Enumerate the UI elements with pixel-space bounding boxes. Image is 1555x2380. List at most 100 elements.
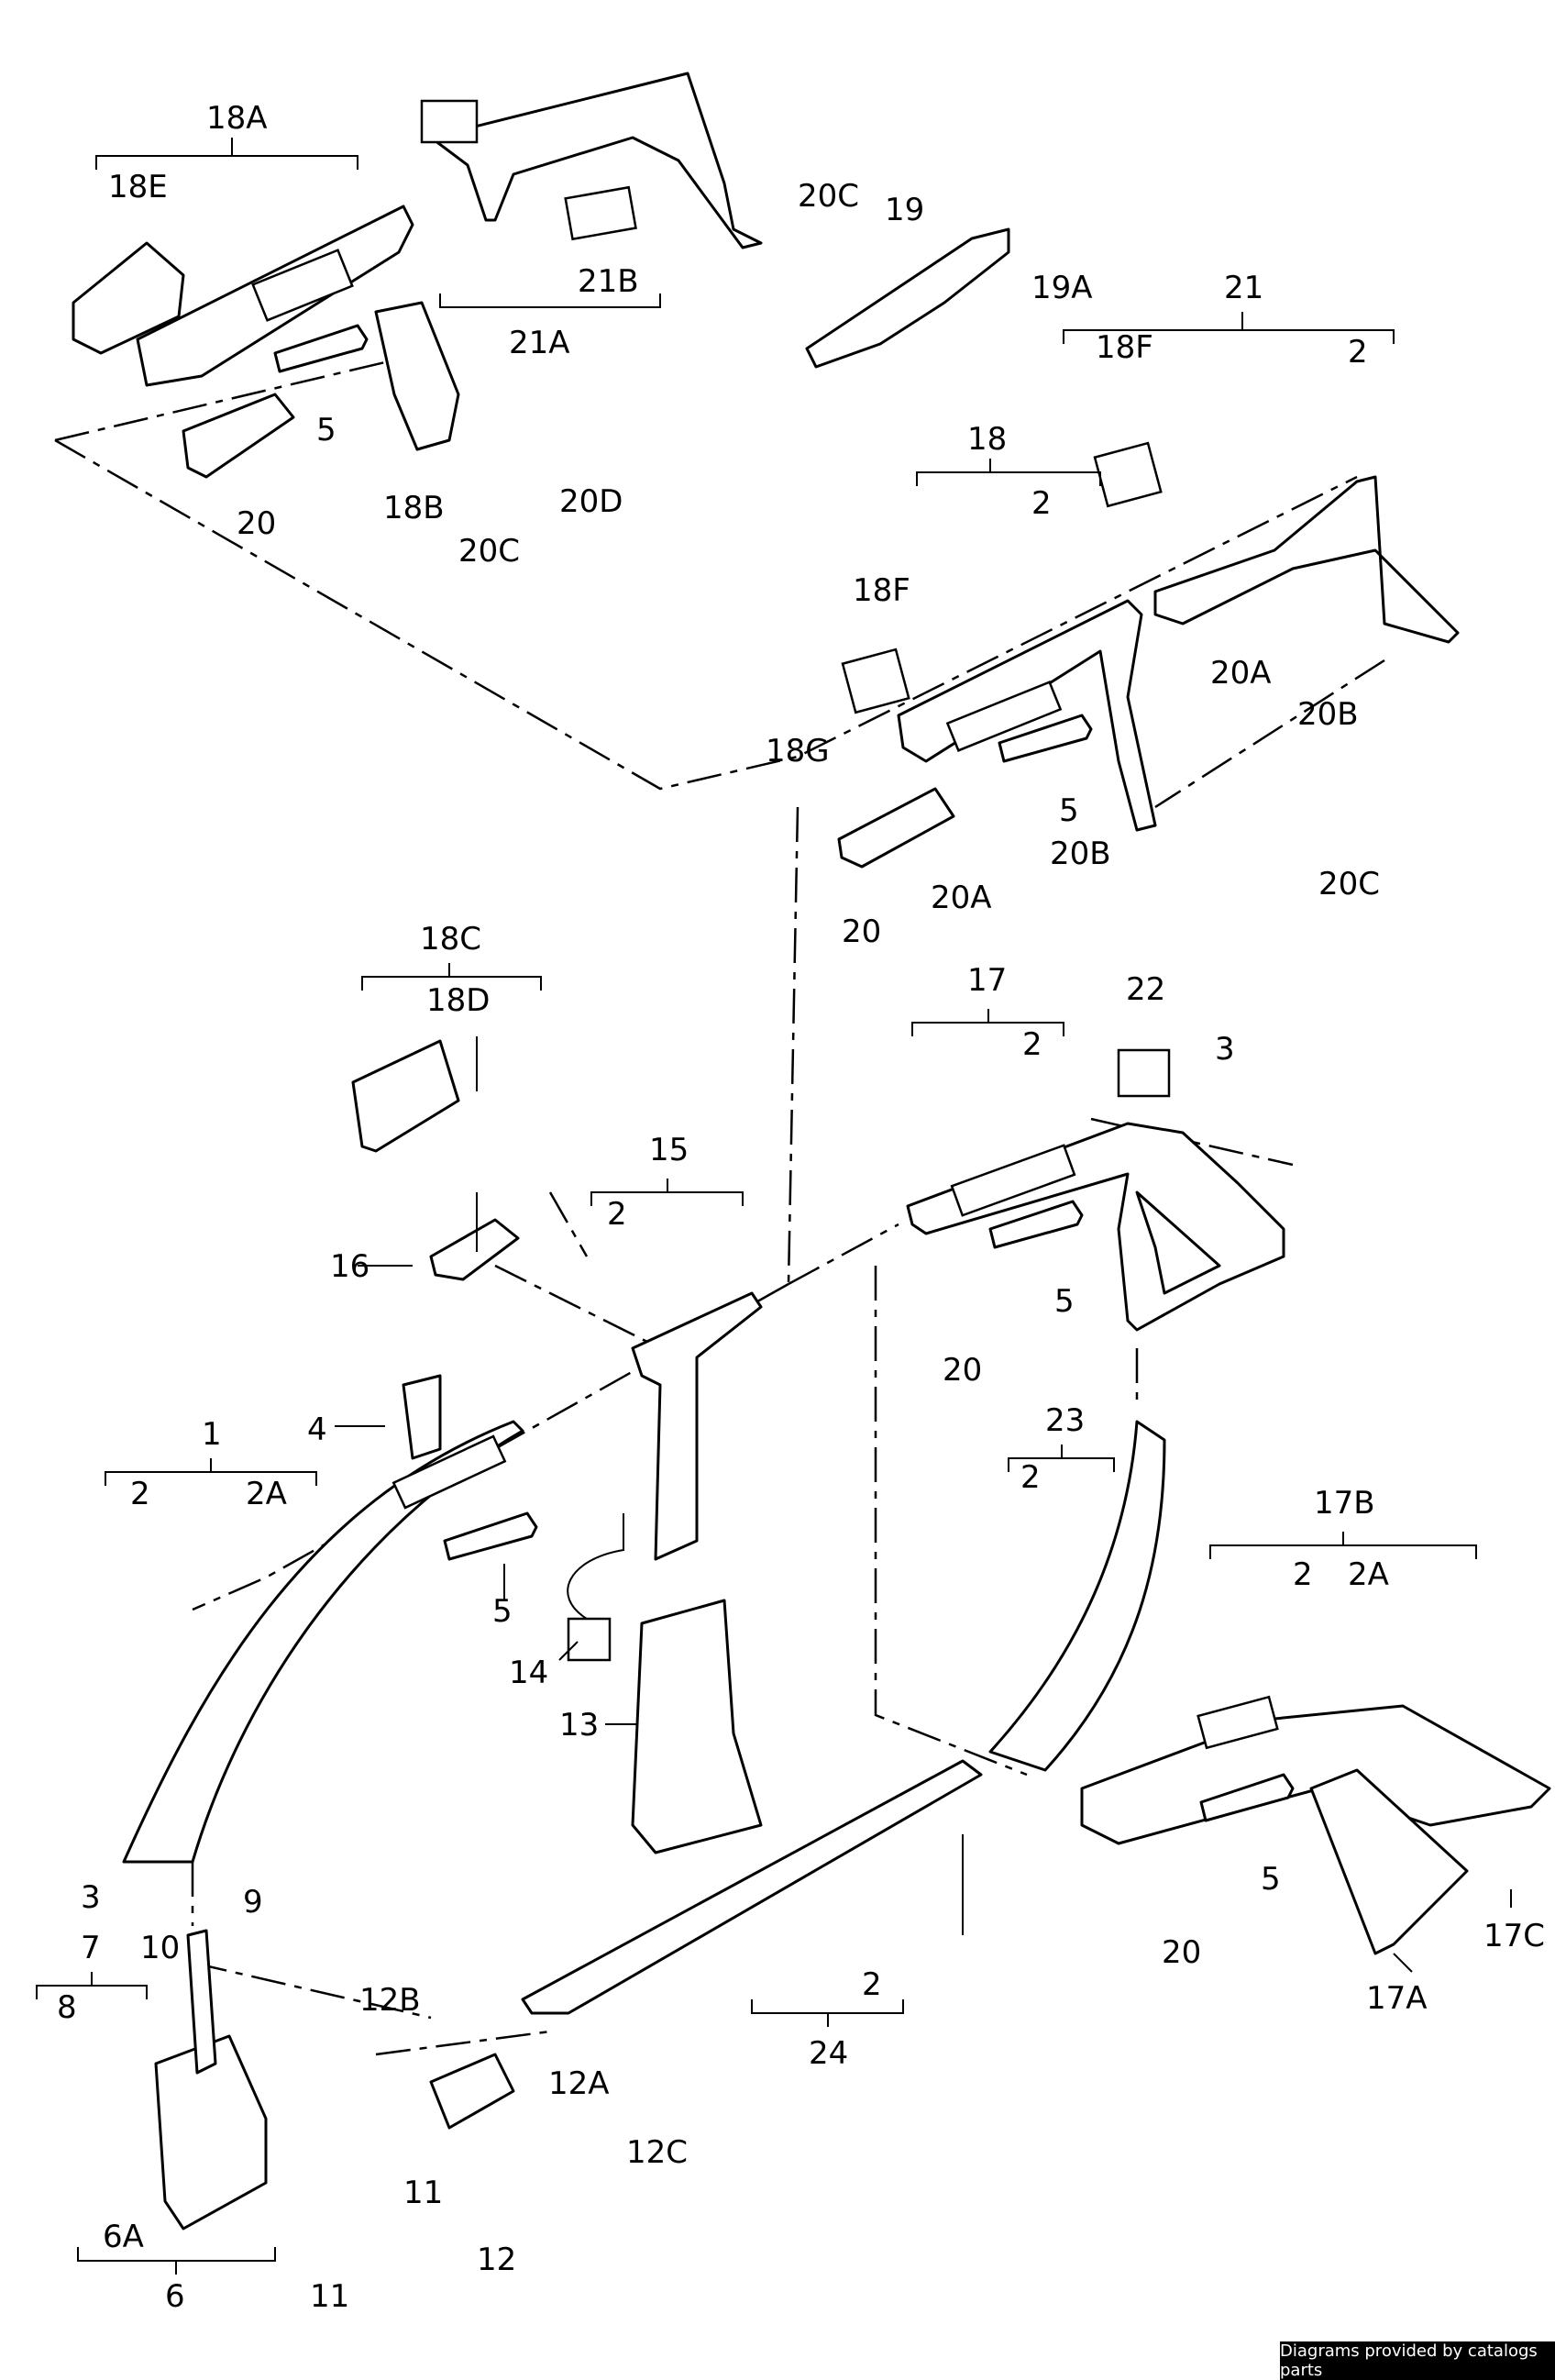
- part-5-handle-e: [1199, 1773, 1295, 1822]
- label-2-b-pillar: 2: [607, 1196, 627, 1233]
- label-12C: 12C: [626, 2134, 688, 2171]
- label-5-17B: 5: [1261, 1861, 1281, 1898]
- label-18D: 18D: [426, 982, 490, 1019]
- label-20C-upper: 20C: [458, 533, 520, 570]
- leader-lines: [36, 138, 1512, 2275]
- part-17-window: [1135, 1190, 1221, 1295]
- label-21: 21: [1224, 270, 1263, 306]
- label-18A: 18A: [206, 100, 268, 137]
- part-20-clip-b: [837, 787, 955, 869]
- label-23: 23: [1045, 1402, 1085, 1439]
- label-20C-top: 20C: [798, 178, 859, 215]
- label-20-17B: 20: [1162, 1934, 1201, 1971]
- label-18F-top: 18F: [1096, 329, 1153, 366]
- part-22-clip: [1117, 1048, 1171, 1098]
- part-18F-clip-a: [1093, 441, 1163, 508]
- part-16: [429, 1218, 520, 1281]
- label-8: 8: [57, 1989, 77, 2026]
- part-13-pillar: [631, 1599, 763, 1854]
- label-6: 6: [165, 2278, 185, 2315]
- label-9: 9: [243, 1884, 263, 1921]
- label-13: 13: [559, 1707, 599, 1743]
- label-18: 18: [967, 421, 1007, 458]
- label-20-mid: 20: [842, 913, 881, 950]
- label-21B: 21B: [578, 263, 639, 300]
- label-1: 1: [202, 1416, 222, 1453]
- label-5-left: 5: [492, 1593, 513, 1630]
- label-10: 10: [140, 1930, 180, 1966]
- part-23-trim: [988, 1420, 1166, 1772]
- label-24: 24: [809, 2035, 848, 2072]
- label-11-lower: 11: [310, 2278, 349, 2315]
- label-15: 15: [649, 1132, 689, 1168]
- label-20A-mid: 20A: [931, 880, 992, 916]
- label-17B: 17B: [1314, 1485, 1375, 1522]
- label-2A-left: 2A: [246, 1476, 287, 1512]
- part-21-trim: [1153, 475, 1460, 644]
- label-4: 4: [307, 1411, 327, 1448]
- label-18C: 18C: [420, 921, 481, 958]
- part-4-bracket: [402, 1374, 442, 1460]
- label-20-top: 20: [237, 505, 276, 542]
- label-17A: 17A: [1366, 1980, 1428, 2017]
- part-15-pillar: [631, 1291, 763, 1561]
- label-21A: 21A: [509, 325, 570, 361]
- part-1-a-pillar: [122, 1420, 524, 1864]
- label-20C-mid: 20C: [1318, 866, 1380, 902]
- part-21B-frame: [564, 185, 637, 241]
- label-5-17: 5: [1054, 1283, 1075, 1320]
- part-14-wire: [567, 1513, 624, 1620]
- label-20B-right: 20B: [1297, 696, 1359, 733]
- label-5-mid: 5: [1059, 792, 1079, 829]
- label-16: 16: [330, 1248, 369, 1285]
- label-11-upper: 11: [403, 2175, 443, 2211]
- label-19A: 19A: [1031, 270, 1093, 306]
- part-18E-module: [72, 241, 185, 355]
- part-18B: [374, 301, 460, 451]
- part-20-clip-a: [182, 393, 295, 479]
- part-labels: 18A 18E 21A 21B 20C 19 19A 21 18F 2 5 18…: [57, 100, 1545, 2315]
- part-10-strip: [186, 1929, 217, 2075]
- label-22: 22: [1126, 971, 1165, 1008]
- label-5-top: 5: [316, 412, 336, 448]
- part-shapes: [72, 72, 1551, 2231]
- part-18A-slot: [251, 249, 354, 322]
- part-18-slot: [945, 681, 1063, 752]
- label-3-right: 3: [1215, 1031, 1235, 1068]
- credit-banner: Diagrams provided by catalogs parts: [1280, 2341, 1555, 2380]
- label-2A-17B: 2A: [1348, 1556, 1389, 1593]
- label-12A: 12A: [548, 2065, 610, 2102]
- part-6-panel: [154, 2034, 268, 2231]
- label-20A-right: 20A: [1210, 655, 1272, 692]
- label-2-mid: 2: [1031, 485, 1052, 522]
- label-19: 19: [885, 192, 924, 228]
- part-17B-slot: [1197, 1695, 1279, 1750]
- label-3-left: 3: [81, 1879, 101, 1916]
- label-2-17: 2: [1022, 1026, 1042, 1063]
- label-20B-mid: 20B: [1050, 836, 1111, 872]
- label-17C: 17C: [1483, 1918, 1545, 1954]
- part-18C-trim: [351, 1039, 460, 1153]
- label-2-17B: 2: [1293, 1556, 1313, 1593]
- label-18G: 18G: [766, 733, 830, 769]
- part-5-handle-b: [998, 714, 1093, 763]
- label-20-17: 20: [943, 1352, 982, 1389]
- label-14: 14: [509, 1655, 548, 1691]
- part-5-handle-a: [273, 324, 369, 373]
- part-19-bracket: [805, 227, 1010, 369]
- label-18B: 18B: [383, 490, 445, 526]
- part-21A-trim: [429, 72, 763, 249]
- label-18F-mid: 18F: [853, 572, 910, 609]
- label-6A: 6A: [103, 2219, 144, 2255]
- part-21A-clip: [420, 99, 479, 144]
- part-12A-bracket: [429, 2053, 515, 2130]
- part-5-handle-c: [988, 1200, 1084, 1249]
- part-24-sill: [521, 1759, 983, 2015]
- label-17: 17: [967, 962, 1007, 999]
- part-14-connector: [567, 1617, 612, 1662]
- part-18-trim: [897, 599, 1157, 832]
- label-12B: 12B: [359, 1982, 421, 2019]
- label-2-24: 2: [862, 1966, 882, 2003]
- part-1-slot: [392, 1434, 507, 1510]
